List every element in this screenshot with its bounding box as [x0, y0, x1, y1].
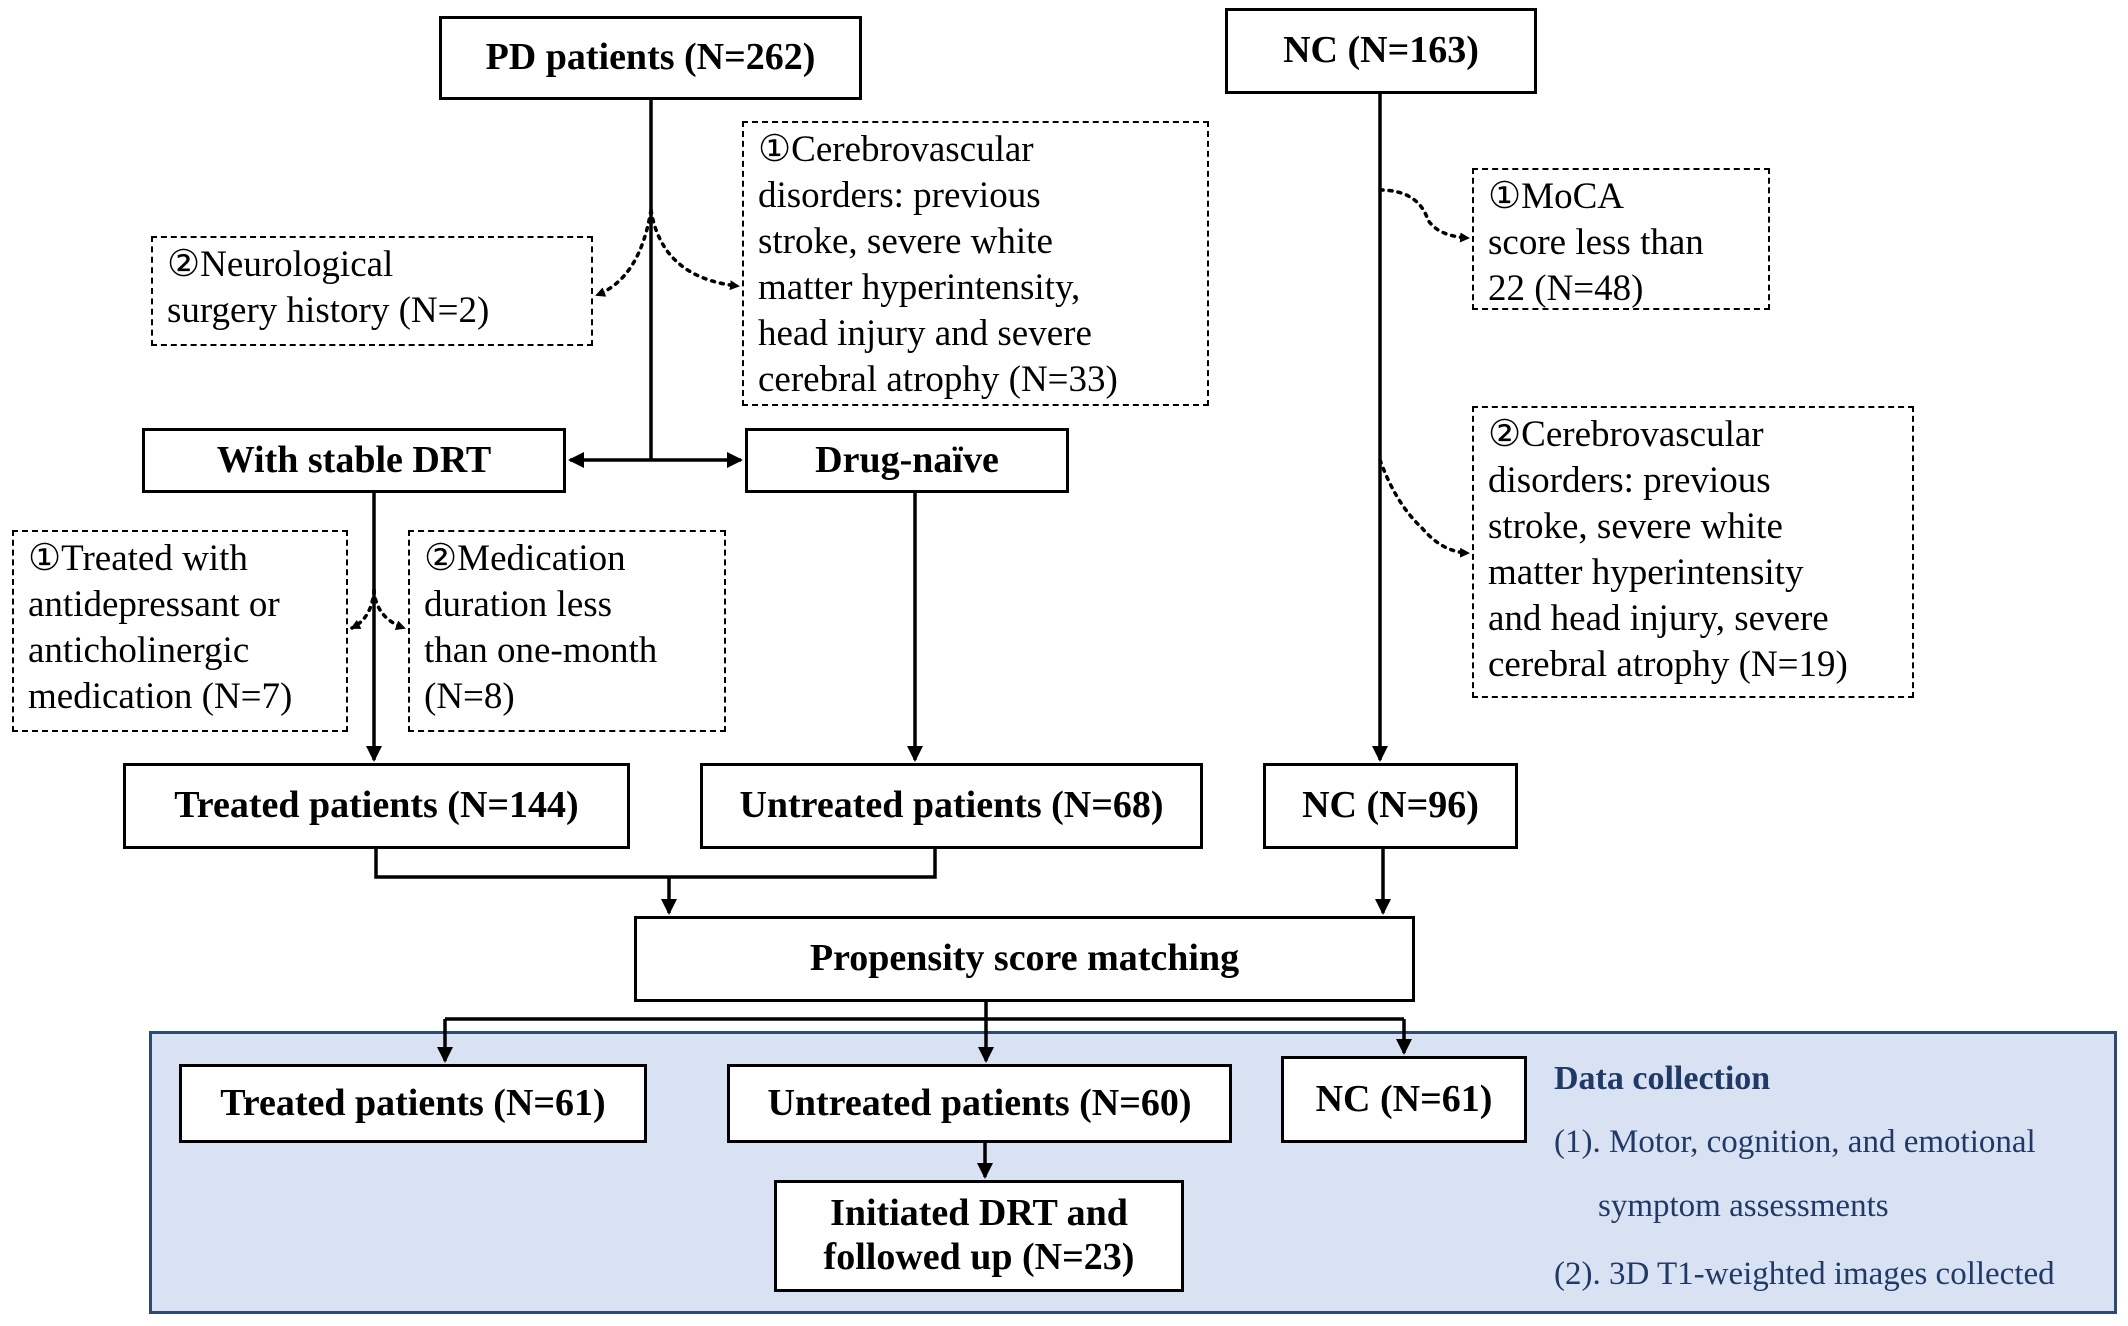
exclusion-line: ②Cerebrovascular: [1488, 414, 1764, 455]
propensity-score-matching-box: Propensity score matching: [634, 916, 1415, 1002]
exclusion-nc-moca: ①MoCA score less than 22 (N=48): [1472, 168, 1770, 310]
data-collection: Data collection (1). Motor, cognition, a…: [1554, 1060, 2094, 1300]
exclusion-line: (N=8): [424, 676, 515, 717]
exclusion-line: matter hyperintensity: [1488, 552, 1804, 593]
exclusion-line: ①MoCA: [1488, 176, 1624, 217]
drt-exclusion-left-arrow: [350, 588, 376, 630]
exclusion-line: and head injury, severe: [1488, 598, 1829, 639]
exclusion-line: ①Cerebrovascular: [758, 129, 1034, 170]
exclusion-line: ②Neurological: [167, 244, 394, 285]
exclusion-line: score less than: [1488, 222, 1704, 263]
treated-patients-box: Treated patients (N=144): [123, 763, 630, 849]
exclusion-nc-cerebrovascular: ②Cerebrovascular disorders: previous str…: [1472, 406, 1914, 698]
exclusion-neurological-surgery: ②Neurological surgery history (N=2): [151, 236, 593, 346]
nc-cerebrovascular-arrow: [1378, 458, 1470, 558]
nc-initial-box: NC (N=163): [1225, 8, 1537, 94]
initiated-drt-line-2: followed up (N=23): [823, 1236, 1135, 1278]
data-collection-title: Data collection: [1554, 1060, 1771, 1097]
data-collection-item-1-cont: symptom assessments: [1598, 1188, 1889, 1224]
exclusion-pd-cerebrovascular: ①Cerebrovascular disorders: previous str…: [742, 121, 1209, 406]
exclusion-line: ②Medication: [424, 538, 626, 579]
pd-patients-box: PD patients (N=262): [439, 16, 862, 100]
exclusion-line: medication (N=7): [28, 676, 293, 717]
exclusion-line: head injury and severe: [758, 313, 1092, 354]
nc-96-box: NC (N=96): [1263, 763, 1518, 849]
merge-bracket: [374, 849, 937, 879]
initiated-drt-line-1: Initiated DRT and: [830, 1192, 1128, 1235]
untreated-60-box: Untreated patients (N=60): [727, 1064, 1232, 1143]
with-stable-drt-box: With stable DRT: [142, 428, 566, 493]
treated-61-box: Treated patients (N=61): [179, 1064, 647, 1143]
pd-exclusion-right-arrow: [649, 208, 740, 291]
exclusion-line: 22 (N=48): [1488, 268, 1644, 309]
exclusion-line: antidepressant or: [28, 584, 280, 625]
data-collection-item-2: (2). 3D T1-weighted images collected: [1554, 1256, 2055, 1292]
exclusion-line: surgery history (N=2): [167, 290, 490, 331]
untreated-patients-box: Untreated patients (N=68): [700, 763, 1203, 849]
drt-exclusion-right-arrow: [372, 588, 406, 631]
exclusion-antidepressant: ①Treated with antidepressant or antichol…: [12, 530, 348, 732]
exclusion-line: stroke, severe white: [758, 221, 1053, 262]
exclusion-line: cerebral atrophy (N=33): [758, 359, 1118, 400]
exclusion-line: cerebral atrophy (N=19): [1488, 644, 1848, 685]
exclusion-line: ①Treated with: [28, 538, 248, 579]
exclusion-line: anticholinergic: [28, 630, 250, 671]
exclusion-line: disorders: previous: [1488, 460, 1771, 501]
initiated-drt-box: Initiated DRT and followed up (N=23): [774, 1180, 1184, 1292]
exclusion-line: duration less: [424, 584, 613, 625]
pd-exclusion-left-arrow: [595, 208, 653, 297]
nc-61-box: NC (N=61): [1281, 1056, 1527, 1143]
exclusion-line: than one-month: [424, 630, 658, 671]
data-collection-item-1: (1). Motor, cognition, and emotional: [1554, 1124, 2036, 1160]
exclusion-line: disorders: previous: [758, 175, 1041, 216]
exclusion-medication-duration: ②Medication duration less than one-month…: [408, 530, 726, 732]
nc-moca-arrow: [1378, 188, 1470, 243]
exclusion-line: stroke, severe white: [1488, 506, 1783, 547]
exclusion-line: matter hyperintensity,: [758, 267, 1081, 308]
drug-naive-box: Drug-naïve: [745, 428, 1069, 493]
